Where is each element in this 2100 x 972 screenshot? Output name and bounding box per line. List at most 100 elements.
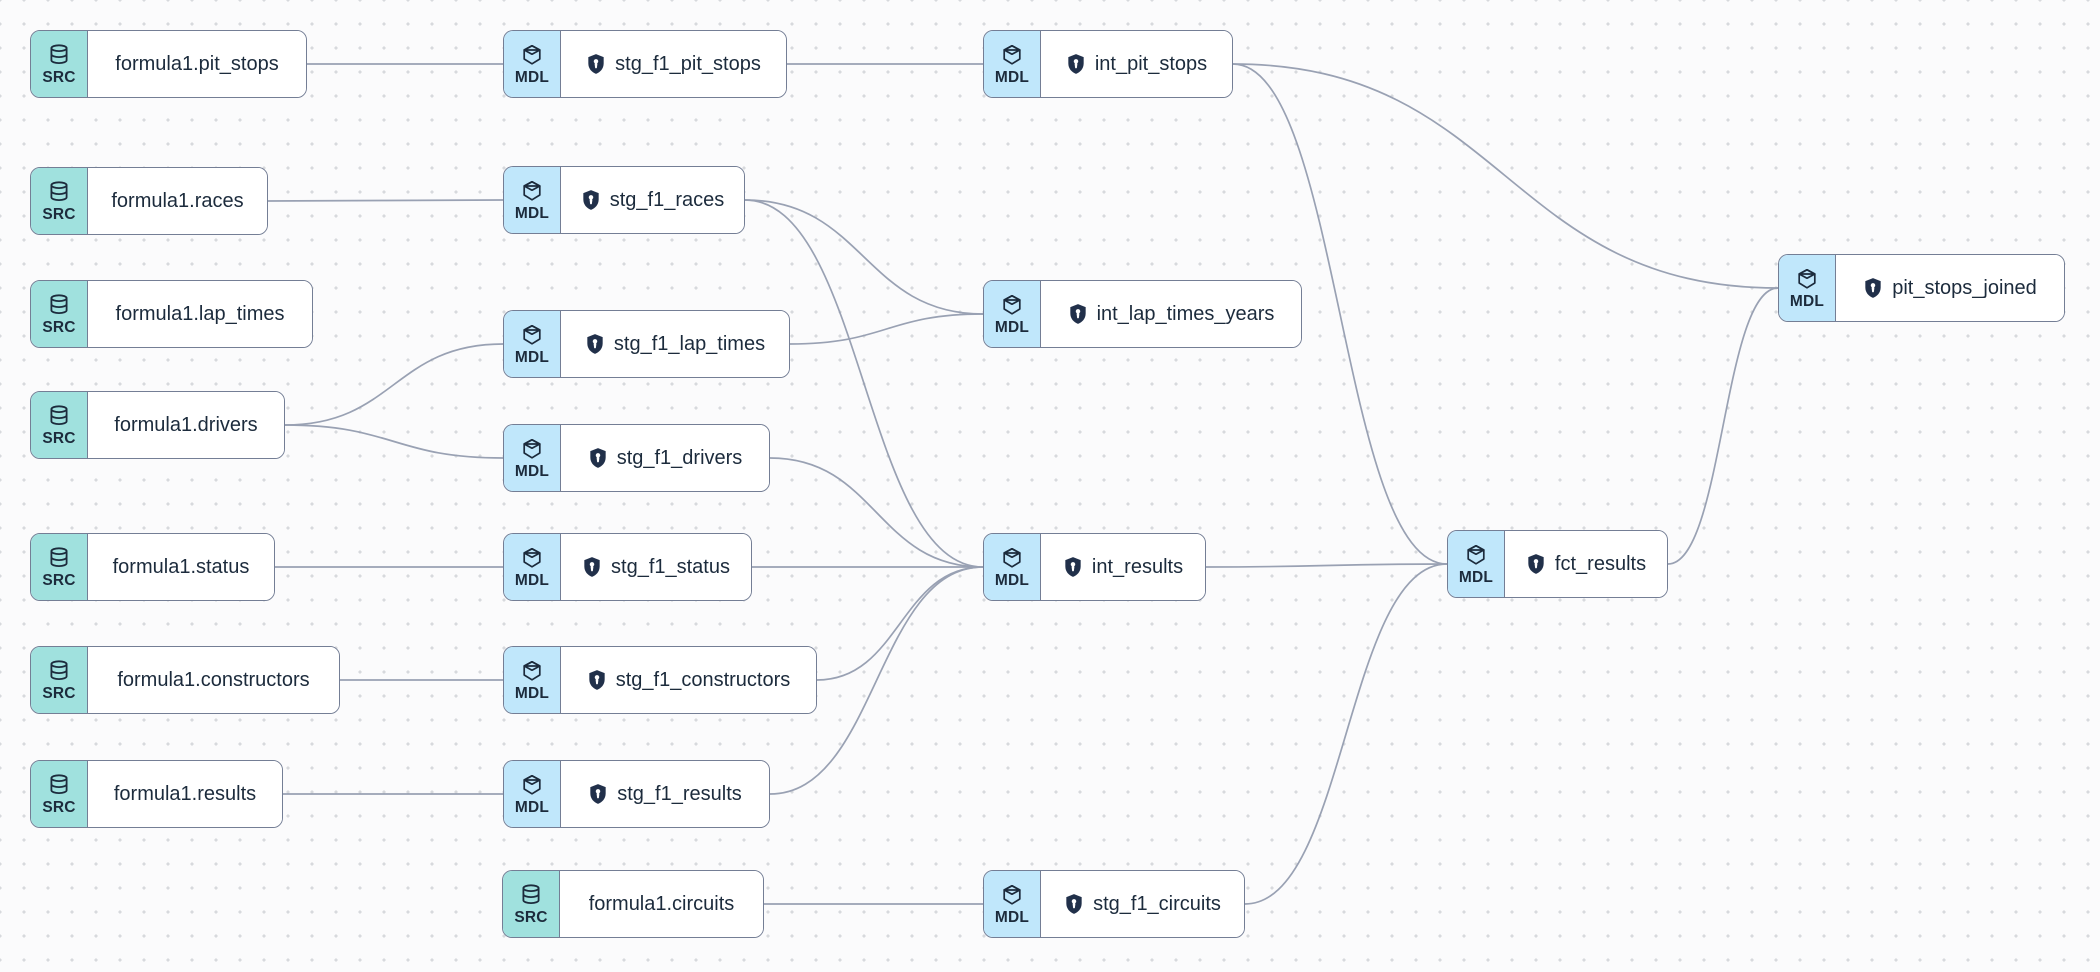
node-type-label: MDL [994,68,1030,86]
node-type-label: MDL [994,908,1030,926]
shield-icon [1063,556,1083,578]
node-type-badge: MDL [504,31,561,97]
node-label: fct_results [1554,553,1647,575]
node-type-badge: MDL [504,311,561,377]
edge-stg_f1_races-to-int_results [744,199,984,568]
node-label: pit_stops_joined [1892,277,2037,299]
node-label: formula1.circuits [588,893,735,915]
node-type-label: SRC [42,684,76,702]
shield-icon [585,333,605,355]
node-label: formula1.status [112,556,250,578]
node-type-badge: MDL [984,871,1041,937]
node-type-label: SRC [42,571,76,589]
node-formula1.lap_times[interactable]: SRC formula1.lap_times [30,280,313,348]
node-label: formula1.drivers [114,414,258,436]
node-stg_f1_races[interactable]: MDL stg_f1_races [503,166,745,234]
node-formula1.races[interactable]: SRC formula1.races [30,167,268,235]
database-icon [519,883,543,907]
node-type-badge: SRC [31,31,88,97]
shield-icon [1064,893,1084,915]
node-type-badge: SRC [31,534,88,600]
node-type-label: SRC [42,68,76,86]
edge-formula1.races-to-stg_f1_races [267,199,504,202]
node-label: stg_f1_races [609,189,725,211]
cube-icon [1000,43,1024,67]
database-icon [47,404,71,428]
shield-icon [582,556,602,578]
node-int_results[interactable]: MDL int_results [983,533,1206,601]
edge-stg_f1_lap_times-to-int_lap_times_years [789,313,984,345]
node-label: formula1.lap_times [115,303,285,325]
edge-fct_results-to-pit_stops_joined [1667,287,1779,565]
edge-int_pit_stops-to-pit_stops_joined [1232,63,1779,289]
cube-icon [1000,883,1024,907]
node-stg_f1_lap_times[interactable]: MDL stg_f1_lap_times [503,310,790,378]
cube-icon [520,43,544,67]
node-type-label: MDL [1789,292,1825,310]
node-type-badge: SRC [31,761,88,827]
node-formula1.status[interactable]: SRC formula1.status [30,533,275,601]
cube-icon [1464,543,1488,567]
shield-icon [588,447,608,469]
shield-icon [581,189,601,211]
node-type-badge: MDL [504,647,561,713]
database-icon [47,659,71,683]
node-label: stg_f1_pit_stops [615,53,761,75]
node-type-badge: SRC [31,392,88,458]
database-icon [47,43,71,67]
edge-int_pit_stops-to-fct_results [1232,63,1448,565]
node-formula1.constructors[interactable]: SRC formula1.constructors [30,646,340,714]
node-formula1.circuits[interactable]: SRC formula1.circuits [502,870,764,938]
node-type-label: MDL [994,571,1030,589]
node-stg_f1_drivers[interactable]: MDL stg_f1_drivers [503,424,770,492]
node-type-label: SRC [514,908,548,926]
database-icon [47,293,71,317]
node-stg_f1_status[interactable]: MDL stg_f1_status [503,533,752,601]
edge-stg_f1_drivers-to-int_results [769,457,984,568]
node-label: formula1.constructors [117,669,310,691]
node-type-badge: SRC [31,647,88,713]
edge-formula1.drivers-to-stg_f1_lap_times [284,343,504,426]
node-fct_results[interactable]: MDL fct_results [1447,530,1668,598]
node-type-badge: MDL [984,534,1041,600]
node-label: stg_f1_results [617,783,742,805]
node-label: int_results [1091,556,1184,578]
node-stg_f1_results[interactable]: MDL stg_f1_results [503,760,770,828]
node-label: stg_f1_constructors [615,669,791,691]
database-icon [47,180,71,204]
cube-icon [520,179,544,203]
node-int_pit_stops[interactable]: MDL int_pit_stops [983,30,1233,98]
node-label: formula1.races [111,190,244,212]
cube-icon [1795,267,1819,291]
cube-icon [520,546,544,570]
node-stg_f1_circuits[interactable]: MDL stg_f1_circuits [983,870,1245,938]
node-formula1.drivers[interactable]: SRC formula1.drivers [30,391,285,459]
node-formula1.pit_stops[interactable]: SRC formula1.pit_stops [30,30,307,98]
node-type-label: SRC [42,798,76,816]
node-int_lap_times_years[interactable]: MDL int_lap_times_years [983,280,1302,348]
node-type-badge: MDL [504,425,561,491]
node-type-label: MDL [514,462,550,480]
node-stg_f1_constructors[interactable]: MDL stg_f1_constructors [503,646,817,714]
node-type-badge: MDL [984,281,1041,347]
edge-stg_f1_circuits-to-fct_results [1244,563,1448,905]
node-label: formula1.results [113,783,257,805]
node-type-badge: MDL [1779,255,1836,321]
shield-icon [1068,303,1088,325]
node-type-label: MDL [514,798,550,816]
node-stg_f1_pit_stops[interactable]: MDL stg_f1_pit_stops [503,30,787,98]
edge-int_results-to-fct_results [1205,563,1448,568]
node-label: stg_f1_lap_times [613,333,766,355]
shield-icon [588,783,608,805]
shield-icon [1526,553,1546,575]
shield-icon [1066,53,1086,75]
node-type-badge: SRC [31,168,88,234]
node-type-label: SRC [42,205,76,223]
edge-stg_f1_races-to-int_lap_times_years [744,199,984,315]
node-type-label: MDL [514,68,550,86]
node-type-badge: MDL [984,31,1041,97]
node-pit_stops_joined[interactable]: MDL pit_stops_joined [1778,254,2065,322]
node-type-label: MDL [514,348,550,366]
node-formula1.results[interactable]: SRC formula1.results [30,760,283,828]
